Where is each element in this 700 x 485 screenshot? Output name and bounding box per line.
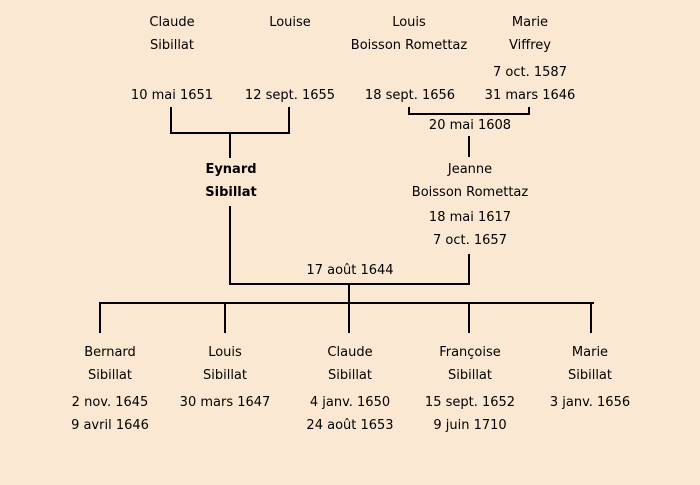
child-bernard-date-1: 2 nov. 1645 [71,395,149,410]
grandparent-louis-name-line2: Boisson Romettaz [350,38,468,53]
grandparent-marie-date-2: 31 mars 1646 [484,88,576,103]
grandparent-marie-name-line1: Marie [511,15,549,30]
grandparent-claude-date-1: 10 mai 1651 [130,88,214,103]
child-francoise-date-2: 9 juin 1710 [433,418,507,433]
grandparent-louise-name-line1: Louise [269,15,311,30]
grandparent-louis-name-line1: Louis [392,15,426,30]
couple2-marriage-date: 20 mai 1608 [428,118,512,133]
child-bernard-name-line1: Bernard [84,345,136,360]
parent-couple-left-line [229,206,231,285]
parent-jeanne-date-2: 7 oct. 1657 [433,233,507,248]
parent-eynard-name-line2: Sibillat [205,185,257,200]
grandparent-claude-name-line2: Sibillat [149,38,194,53]
child-marie-drop-line [590,302,592,333]
child-marie-name-line1: Marie [571,345,609,360]
child-claude-name-line1: Claude [327,345,373,360]
grandparent-louis-date-1: 18 sept. 1656 [364,88,456,103]
parent-marriage-date: 17 août 1644 [306,263,394,278]
child-francoise-name-line1: Françoise [439,345,501,360]
couple1-bracket-left-line [170,107,172,134]
child-bernard-drop-line [99,302,101,333]
grandparent-marie-name-line2: Viffrey [509,38,551,53]
child-louis-drop-line [224,302,226,333]
child-louis-date-1: 30 mars 1647 [179,395,271,410]
couple2-descent-line [468,136,470,157]
child-bernard-name-line2: Sibillat [87,368,132,383]
parent-couple-right-line [468,254,470,285]
child-claude-name-line2: Sibillat [327,368,372,383]
child-louis-name-line2: Sibillat [202,368,247,383]
child-marie-name-line2: Sibillat [567,368,612,383]
parent-descent-line [348,285,350,304]
child-claude-drop-line [348,302,350,333]
parent-jeanne-date-1: 18 mai 1617 [428,210,512,225]
parent-jeanne-name-line1: Jeanne [447,162,493,177]
couple2-bracket-right-line [528,107,530,115]
child-claude-date-2: 24 août 1653 [306,418,394,433]
child-francoise-date-1: 15 sept. 1652 [424,395,516,410]
grandparent-claude-name-line1: Claude [149,15,195,30]
couple1-descent-line [229,132,231,158]
parent-jeanne-name-line2: Boisson Romettaz [411,185,529,200]
child-francoise-name-line2: Sibillat [447,368,492,383]
couple2-bracket-left-line [408,107,410,115]
child-louis-name-line1: Louis [208,345,242,360]
parent-eynard-name-line1: Eynard [205,162,257,177]
child-francoise-drop-line [468,302,470,333]
child-bernard-date-2: 9 avril 1646 [71,418,149,433]
grandparent-louise-date-1: 12 sept. 1655 [244,88,336,103]
child-claude-date-1: 4 janv. 1650 [309,395,391,410]
couple1-bracket-right-line [288,107,290,134]
siblings-bar-line [99,302,594,304]
child-marie-date-1: 3 janv. 1656 [549,395,631,410]
couple2-bracket-bar-line [408,113,530,115]
grandparent-marie-date-1: 7 oct. 1587 [493,65,567,80]
parent-couple-bar-line [229,283,470,285]
